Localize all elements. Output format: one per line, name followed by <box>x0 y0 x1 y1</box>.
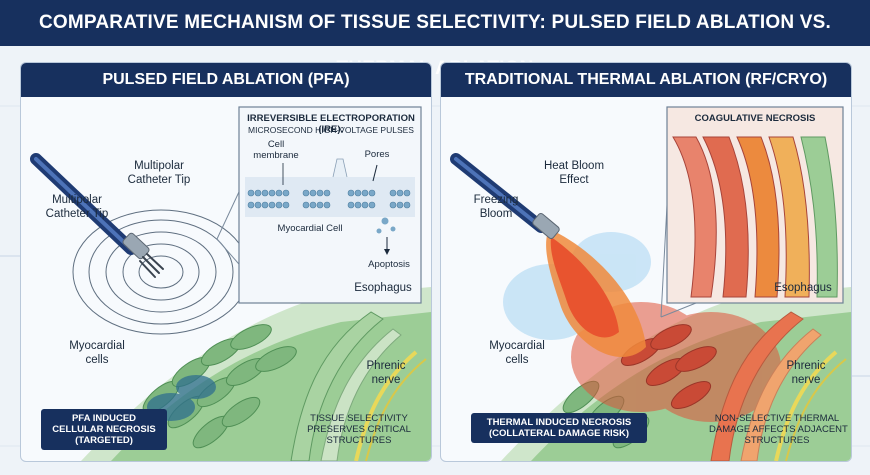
pfa-esophagus-label: Esophagus <box>354 282 412 294</box>
pfa-electric-field <box>72 209 250 335</box>
pfa-myocardial-tissue <box>81 287 431 461</box>
ire-inset-title: IRREVERSIBLE ELECTROPORATION (IRE): <box>247 113 415 135</box>
pfa-panel-header <box>21 63 431 97</box>
thermal-panel-title: TRADITIONAL THERMAL ABLATION (RF/CRYO) <box>464 71 828 88</box>
pfa-selectivity-note: TISSUE SELECTIVITY PRESERVES CRITICAL ST… <box>307 413 411 446</box>
thermal-catheter <box>450 153 560 239</box>
thermal-necrosis-callout: THERMAL INDUCED NECROSIS (COLLATERAL DAM… <box>471 413 647 443</box>
ire-inset-subtitle: MICROSECOND HIGH-VOLTAGE PULSES <box>248 125 414 135</box>
apoptosis-label: Apoptosis <box>368 259 410 270</box>
pfa-necrosis-callout: PFA INDUCED CELLULAR NECROSIS (TARGETED) <box>41 409 167 450</box>
myocardial-cell-label: Myocardial Cell <box>277 223 343 234</box>
freezing-bloom-label: Freezing Bloom <box>473 194 519 220</box>
thermal-panel-header <box>441 63 851 97</box>
ire-inset <box>216 106 422 304</box>
cell-membrane-label: Cell membrane <box>253 139 299 161</box>
pores-label: Pores <box>364 149 390 160</box>
thermal-esophagus-label: Esophagus <box>774 282 832 294</box>
heat-bloom-label: Heat Bloom Effect <box>543 160 605 186</box>
pfa-phrenic-nerve-label: Phrenic nerve <box>366 360 406 386</box>
pfa-panel: PULSED FIELD ABLATION (PFA) <box>20 62 432 462</box>
heat-bloom-plume <box>546 229 646 358</box>
coagulative-necrosis-inset <box>660 106 844 318</box>
thermal-myocardial-cells-label: Myocardial cells <box>489 340 545 366</box>
pfa-catheter <box>30 153 164 278</box>
pfa-myocardial-cells-label: Myocardial cells <box>69 340 125 366</box>
header-bar <box>0 0 870 46</box>
coagulative-necrosis-title: COAGULATIVE NECROSIS <box>694 113 816 124</box>
pfa-illustration <box>30 106 431 461</box>
pfa-catheter-label-2: Multipolar Catheter Tip <box>45 194 109 220</box>
pfa-panel-title: PULSED FIELD ABLATION (PFA) <box>102 71 350 88</box>
thermal-panel: TRADITIONAL THERMAL ABLATION (RF/CRYO) <box>440 62 852 462</box>
pfa-catheter-label-1: Multipolar Catheter Tip <box>127 160 191 186</box>
page-title: COMPARATIVE MECHANISM OF TISSUE SELECTIV… <box>39 12 831 79</box>
thermal-illustration <box>450 106 851 461</box>
thermal-phrenic-nerve-label: Phrenic nerve <box>786 360 826 386</box>
thermal-damage-note: NON-SELECTIVE THERMAL DAMAGE AFFECTS ADJ… <box>709 413 848 446</box>
